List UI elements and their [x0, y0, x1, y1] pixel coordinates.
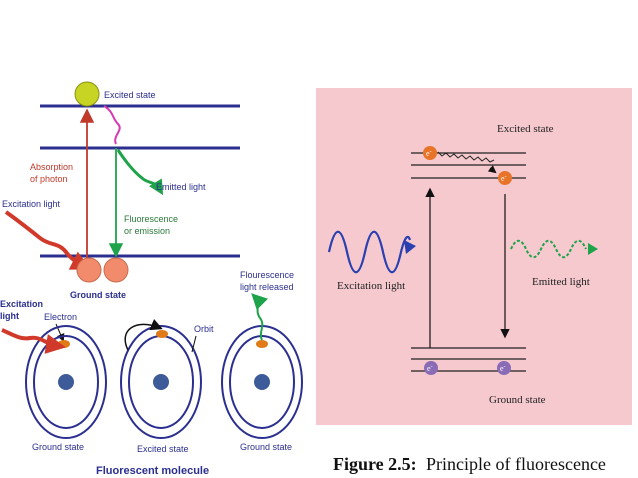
- right-excited-state-label: Excited state: [497, 123, 554, 135]
- atom-ground-state-1: [25, 325, 107, 439]
- nucleus: [58, 374, 74, 390]
- fluorescence-label-line2: or emission: [124, 226, 170, 236]
- absorption-label-line1: Absorption: [30, 162, 73, 172]
- ground-electron-ball-2: [103, 257, 129, 283]
- atom-label-excited: Excited state: [137, 444, 189, 454]
- nonradiative-decay-wave: [437, 151, 495, 163]
- atom-orbit-diagram: Excitation light Electron Orbit: [0, 270, 303, 477]
- fluorescence-label-line1: Fluorescence: [124, 214, 178, 224]
- bottom-excitation-wave: [1, 328, 66, 354]
- electron-dot: [256, 340, 268, 348]
- excitation-light-wave: [4, 210, 92, 270]
- right-emitted-wave: [510, 239, 587, 259]
- ground-electron-2: [497, 361, 511, 375]
- figure-caption: Figure 2.5: Principle of fluorescence: [333, 454, 606, 474]
- atom-label-ground-1: Ground state: [32, 442, 84, 452]
- excited-electron-2-symbol: e-: [501, 174, 507, 183]
- ground-electron-2-symbol: e-: [500, 364, 506, 373]
- relaxation-wave: [103, 105, 121, 145]
- bottom-excitation-label-line1: Excitation: [0, 299, 43, 309]
- orbit-label: Orbit: [194, 324, 214, 334]
- atom-ground-state-2: [221, 325, 303, 439]
- excited-electron-ball: [74, 81, 100, 107]
- atom-excited-state: [120, 319, 202, 439]
- electron-label: Electron: [44, 312, 77, 322]
- caption-text: Principle of fluorescence: [426, 454, 606, 474]
- right-excitation-light-label: Excitation light: [337, 280, 405, 292]
- excited-state-label: Excited state: [104, 90, 156, 100]
- electron-jump-arrow: [124, 319, 163, 351]
- emitted-light-label: Emitted light: [156, 182, 206, 192]
- caption-label: Figure 2.5:: [333, 454, 417, 474]
- excited-electron-1: [423, 146, 437, 160]
- right-emitted-arrowhead: [588, 243, 598, 255]
- right-figure-panel: Excited state e- e- Excitation light Emi…: [316, 88, 632, 425]
- atom-label-ground-2: Ground state: [240, 442, 292, 452]
- released-light-wave: [251, 293, 269, 341]
- energy-level-diagram: Excited state Absorption of photon Emitt…: [2, 81, 240, 300]
- right-excitation-arrowhead: [404, 240, 416, 254]
- ground-state-label: Ground state: [70, 290, 126, 300]
- right-emitted-light-label: Emitted light: [532, 276, 590, 288]
- right-ground-state-label: Ground state: [489, 394, 546, 406]
- fluorescent-molecule-caption: Fluorescent molecule: [96, 465, 209, 477]
- excited-electron-2: [498, 171, 512, 185]
- electron-dot: [156, 330, 168, 338]
- excitation-light-label: Excitation light: [2, 199, 61, 209]
- right-excitation-wave: [327, 230, 412, 274]
- bottom-excitation-label-line2: light: [0, 311, 19, 321]
- ground-electron-1-symbol: e-: [427, 364, 433, 373]
- nucleus: [153, 374, 169, 390]
- orbit-pointer: [191, 335, 197, 353]
- outer-orbit: [25, 325, 107, 439]
- emitted-light-wave: [116, 149, 164, 196]
- ground-electron-ball-1: [76, 257, 102, 283]
- ground-electron-1: [424, 361, 438, 375]
- inner-orbit: [229, 335, 295, 429]
- inner-orbit: [33, 335, 99, 429]
- fluorescence-released-line1: Flourescence: [240, 270, 294, 280]
- absorption-label-line2: of photon: [30, 174, 68, 184]
- right-panel-background: [316, 88, 632, 425]
- nucleus: [254, 374, 270, 390]
- nonradiative-decay-arrowhead: [487, 165, 497, 174]
- fluorescence-released-line2: light released: [240, 282, 294, 292]
- electron-dot: [58, 340, 70, 348]
- excited-electron-1-symbol: e-: [426, 149, 432, 158]
